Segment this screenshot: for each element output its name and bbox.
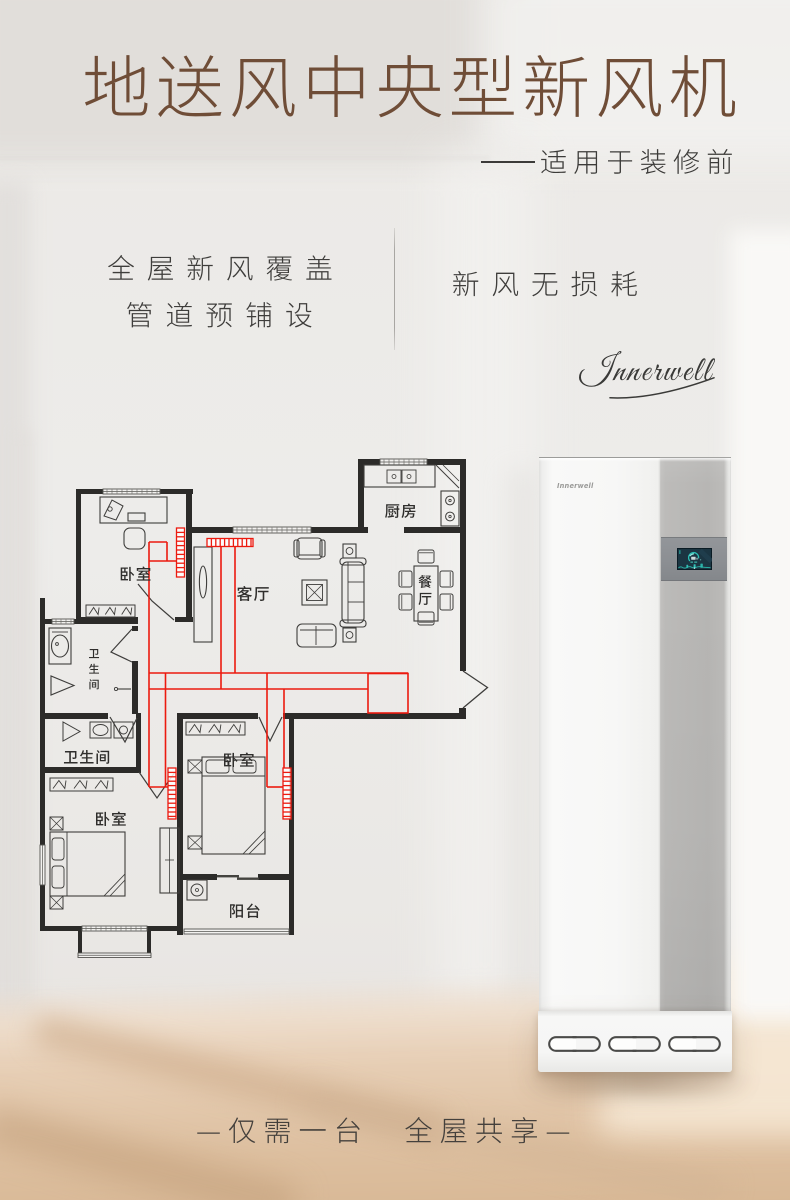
room-label-bath-1 — [89, 648, 100, 690]
vent-row — [548, 1036, 721, 1052]
screen-wave-icon — [678, 566, 711, 569]
product-logo: Innerwell — [557, 482, 594, 490]
floorplan-structure — [39, 458, 489, 958]
feature-left-line2-art — [127, 302, 312, 328]
duct-network — [148, 527, 409, 820]
room-label-bedroom-mid — [223, 752, 254, 767]
product-display-panel — [660, 537, 727, 581]
room-label-kitchen — [385, 503, 416, 518]
feature-right-art — [453, 270, 637, 297]
room-labels — [63, 503, 432, 919]
feature-divider — [394, 228, 395, 350]
product-unit: Innerwell — [513, 457, 765, 1105]
room-label-balcony — [230, 903, 260, 919]
air-vent-icon — [548, 1036, 601, 1052]
signature-art — [579, 351, 715, 399]
caption-art — [196, 1117, 569, 1144]
air-vent-icon — [668, 1036, 721, 1052]
room-label-bedroom-top — [120, 566, 151, 581]
bg-door-frame — [16, 430, 32, 1010]
screen-gauge-icon — [687, 551, 700, 562]
bg-ceiling-shadow — [0, 0, 530, 162]
subtitle-dash — [481, 161, 535, 164]
bg-ceiling-edge — [0, 157, 490, 159]
air-vent-icon — [608, 1036, 661, 1052]
room-label-living — [236, 585, 269, 601]
bg-product-shade — [506, 470, 540, 1010]
screen-ui — [677, 548, 712, 570]
feature-left-line1-art — [107, 255, 331, 281]
room-label-dining — [418, 575, 432, 606]
signature-underline — [609, 377, 715, 399]
bg-right-panel — [730, 230, 790, 1020]
product-screen — [677, 548, 712, 570]
main-title-art — [85, 55, 736, 118]
room-label-bath-2 — [63, 749, 110, 764]
room-label-bedroom-left — [95, 811, 126, 826]
product-base — [538, 1011, 732, 1072]
